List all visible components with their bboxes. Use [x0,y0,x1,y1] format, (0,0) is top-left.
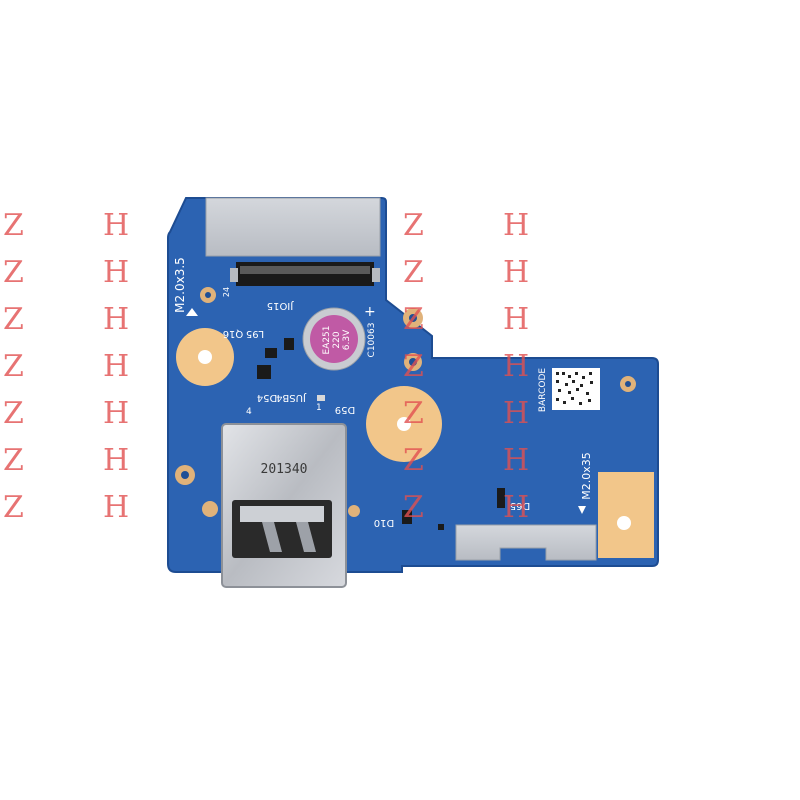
d10-label: D10 [374,517,394,528]
watermark-h: H [503,255,530,290]
usb-spring-left [262,522,282,552]
watermark-h: H [103,349,130,384]
watermark-h: H [103,396,130,431]
d65-label: D65 [510,500,530,511]
jusb4-label: JUSB4 [276,392,307,403]
watermark-h: H [103,302,130,337]
arrow-left [186,308,198,316]
watermark-column-2: H H H H H H H [103,210,129,524]
watermark-z: Z [403,208,424,243]
watermark-z: Z [403,302,424,337]
watermark-z: Z [403,349,424,384]
watermark-z: Z [403,490,424,525]
screw-hole-left [198,350,212,364]
watermark-h: H [103,443,130,478]
arrow-right [578,506,586,514]
jio15-label: JIO15 [267,300,295,311]
watermark-h: H [503,490,530,525]
watermark-h: H [103,255,130,290]
barcode-text: BARCODE [538,368,548,412]
watermark-column-1: Z Z Z Z Z Z Z [3,210,24,524]
watermark-h: H [503,349,530,384]
watermark-z: Z [3,255,24,290]
watermark-z: Z [3,208,24,243]
watermark-column-3: Z Z Z Z Z Z Z [403,210,424,524]
usb-spring-right [296,522,316,552]
watermark-h: H [503,208,530,243]
ffc-latch-right [372,268,380,282]
chip-d65 [497,488,505,508]
cap-value: 220 [332,331,342,348]
pin4-label: 4 [246,407,252,417]
pin24-label: 24 [222,287,231,297]
d54-label: D54 [257,392,277,403]
watermark-h: H [103,208,130,243]
usb-label: 201340 [261,462,308,477]
watermark-column-4: H H H H H H H [503,210,529,524]
usb-tongue [240,506,324,522]
chip-l95 [284,338,294,350]
watermark-z: Z [403,255,424,290]
pin1-label: 1 [316,403,322,413]
plus-label: + [364,304,376,320]
watermark-h: H [503,302,530,337]
metal-shield-top [205,197,381,257]
barcode-pattern [556,372,593,405]
l95-label: L95 [246,328,264,339]
watermark-z: Z [403,396,424,431]
watermark-z: Z [3,443,24,478]
chip-q16 [265,348,277,358]
cap-code: EA251 [322,325,332,354]
screw-label-right: M2.0x35 [580,452,593,500]
ffc-latch-left [230,268,238,282]
pad-small-6 [348,505,360,517]
metal-bracket-bottom [455,524,597,561]
watermark-z: Z [3,396,24,431]
chip-d10 [402,510,412,524]
watermark-h: H [103,490,130,525]
screw-hole-center [397,417,411,431]
cap-volt: 6.3V [342,329,352,350]
watermark-z: Z [3,349,24,384]
ffc-connector-pins [240,266,370,274]
chip-tiny [438,524,444,530]
watermark-h: H [503,396,530,431]
screw-pad-right [598,472,654,558]
screw-label-left: M2.0x3.5 [173,257,187,313]
watermark-z: Z [3,490,24,525]
resistor-1 [317,395,325,401]
pad-small-5 [202,501,218,517]
screw-hole-right [617,516,631,530]
chip-d54 [257,365,271,379]
q16-label: Q16 [223,328,244,339]
capacitor-top [310,315,358,363]
watermark-z: Z [3,302,24,337]
watermark-z: Z [403,443,424,478]
c10063-label: C10063 [367,323,377,358]
watermark-h: H [503,443,530,478]
d59-label: D59 [335,404,355,415]
